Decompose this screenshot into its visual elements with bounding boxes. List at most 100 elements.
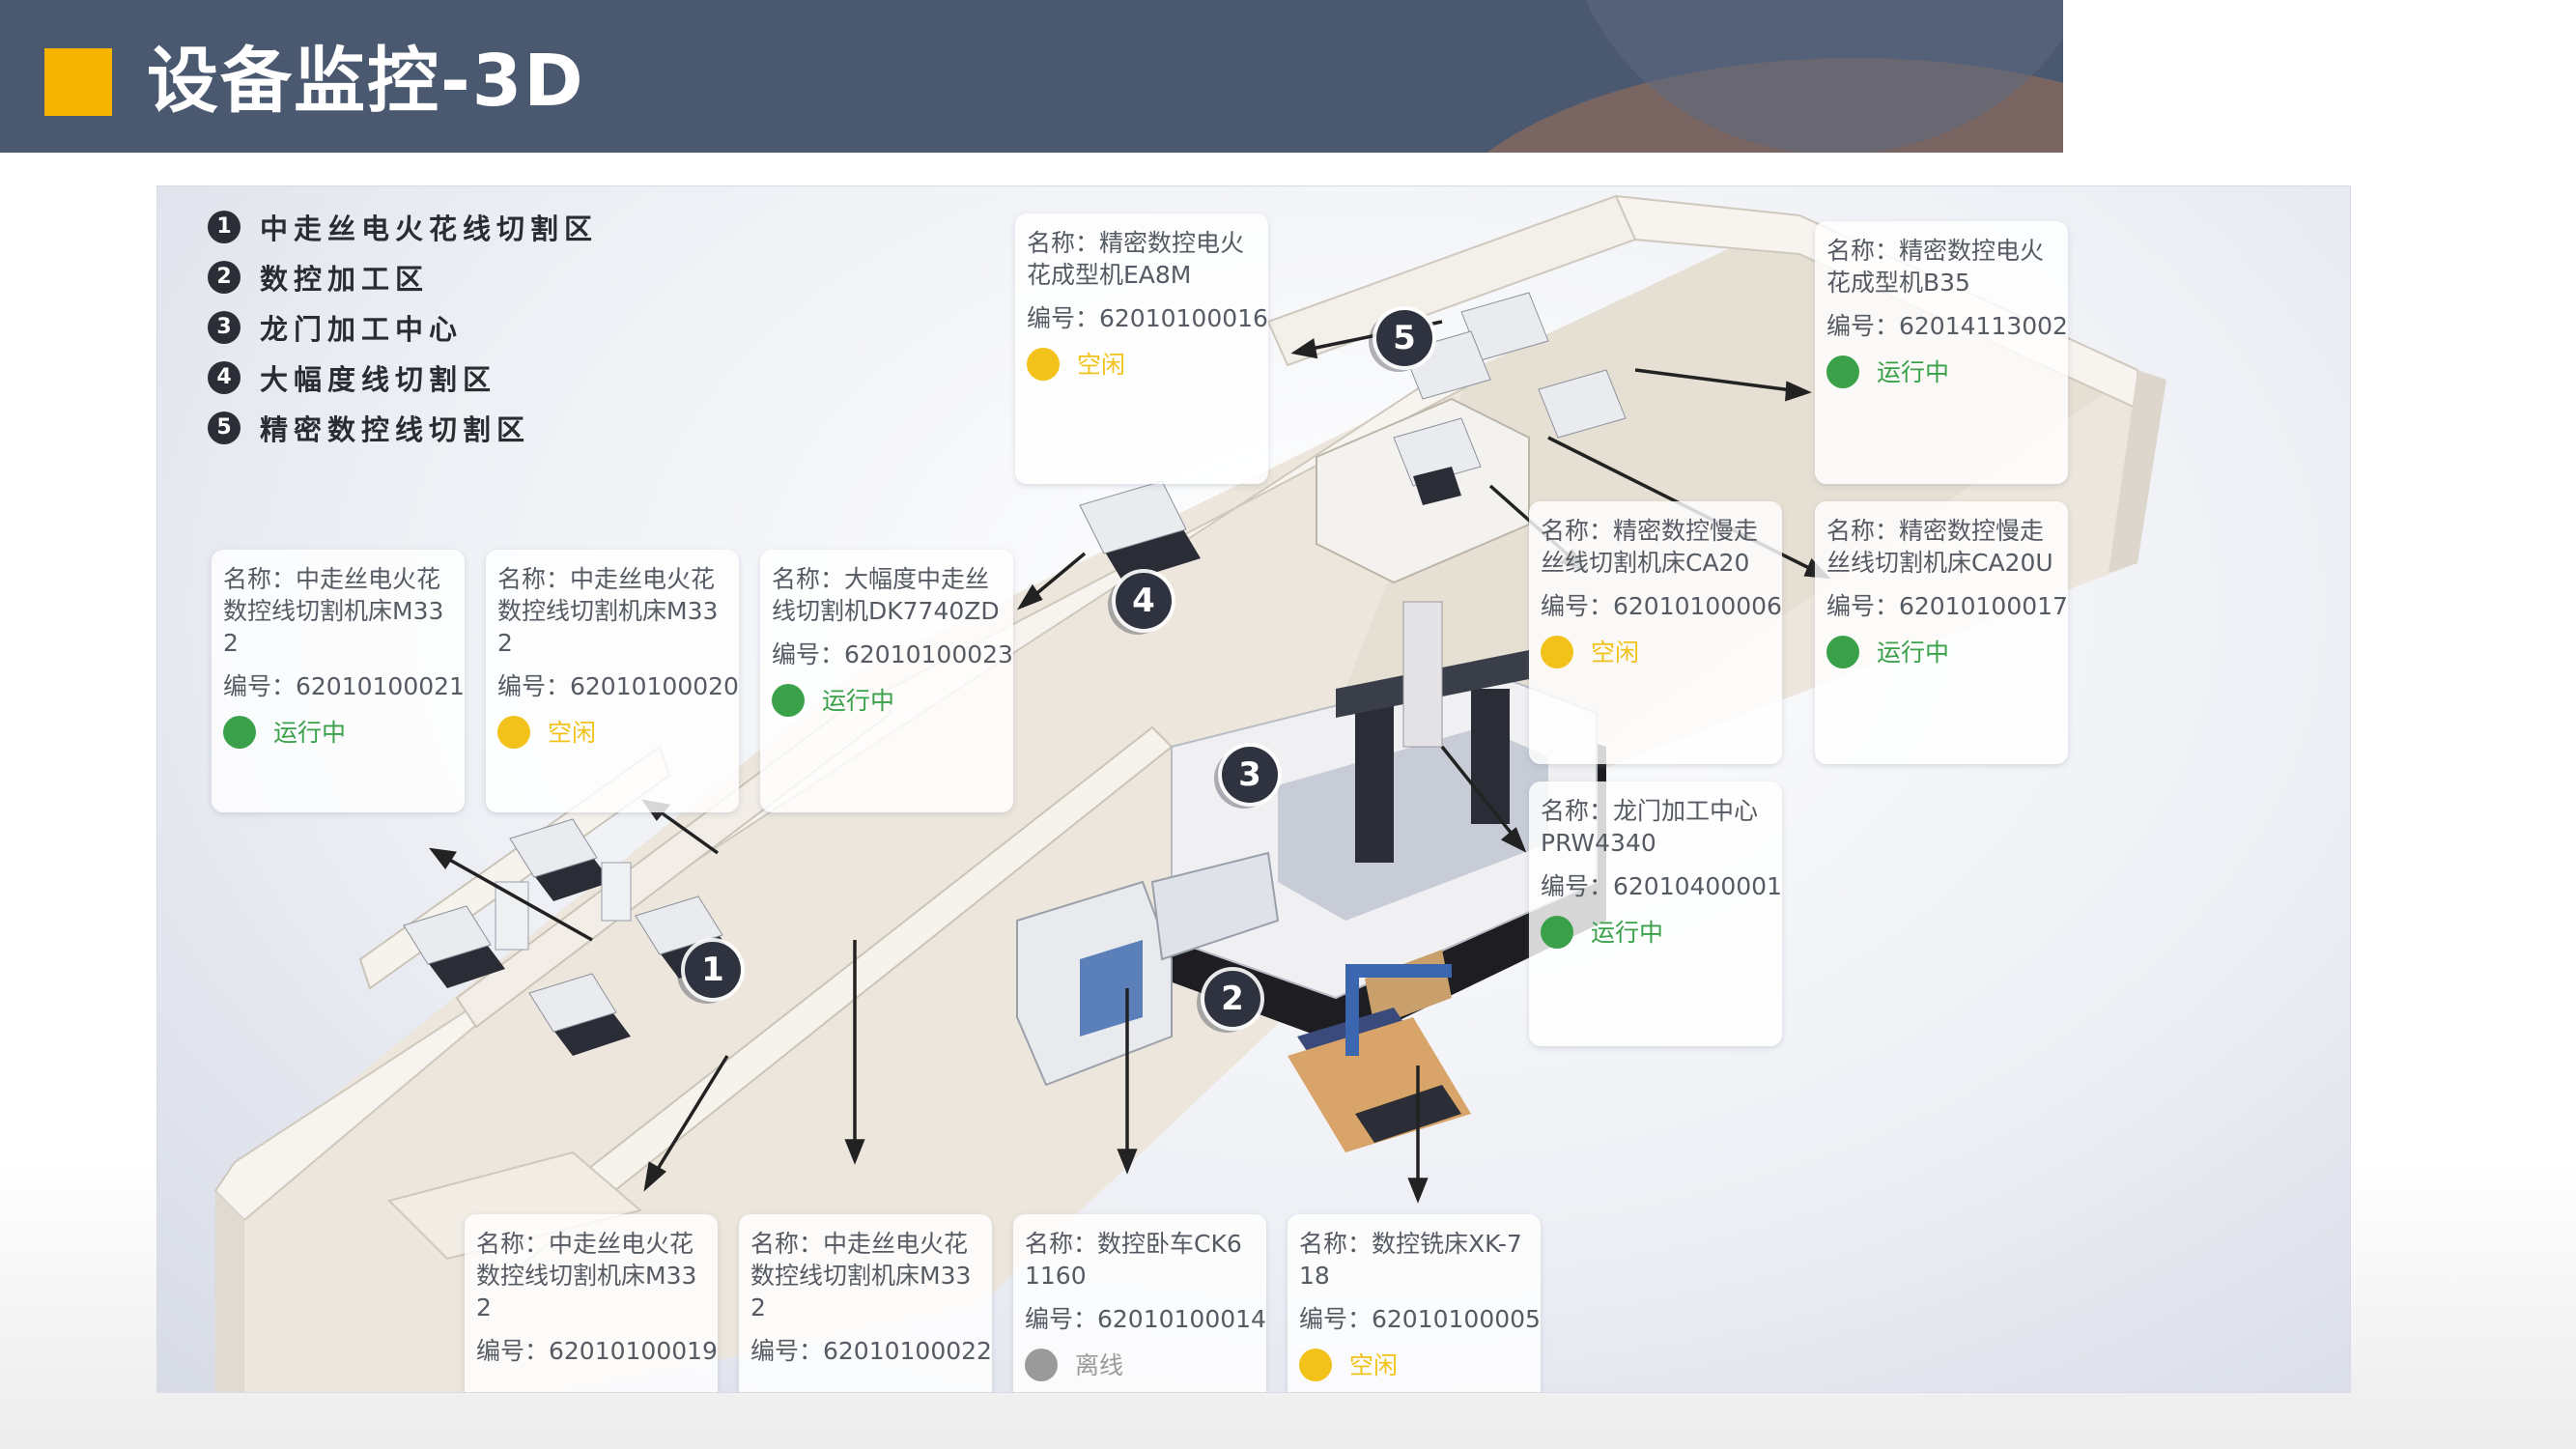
control-cabinet [601, 862, 632, 922]
status-text: 运行中 [1877, 638, 1950, 667]
equipment-card[interactable]: 名称：中走丝电火花数控线切割机床M332 编号：62010100021 运行中 [212, 550, 465, 812]
title-accent-square [44, 48, 112, 116]
status-dot [497, 716, 530, 749]
legend-number: 1 [208, 211, 241, 243]
equipment-status: 运行中 [1826, 636, 2058, 668]
equipment-name: 名称：数控铣床XK-718 [1299, 1230, 1522, 1290]
equipment-card[interactable]: 名称：中走丝电火花数控线切割机床M332 编号：62010100020 空闲 [486, 550, 739, 812]
page-title: 设备监控-3D [147, 40, 585, 123]
zone-marker-1[interactable]: 1 [685, 942, 741, 998]
equipment-name: 名称：大幅度中走丝线切割机DK7740ZD [772, 565, 1000, 625]
equipment-status: 空闲 [1299, 1349, 1531, 1381]
equipment-card[interactable]: 名称：精密数控电火花成型机B35 编号：62014113002 运行中 [1815, 221, 2068, 484]
milling-base [1355, 1085, 1461, 1143]
status-text: 空闲 [548, 718, 597, 747]
equipment-name: 名称：精密数控电火花成型机B35 [1826, 237, 2045, 297]
equipment-card[interactable]: 名称：中走丝电火花数控线切割机床M332 编号：62010100022 [739, 1214, 992, 1392]
equipment-status: 离线 [1025, 1349, 1257, 1381]
front-wall [387, 1151, 643, 1261]
room-wall [1266, 194, 1637, 367]
equipment-name: 名称：精密数控电火花成型机EA8M [1027, 229, 1245, 289]
legend-number: 3 [208, 311, 241, 344]
equipment-card[interactable]: 名称：数控卧车CK61160 编号：62010100014 离线 [1013, 1214, 1266, 1392]
legend-label: 龙门加工中心 [260, 313, 464, 346]
zone-marker-5[interactable]: 5 [1376, 310, 1432, 366]
status-dot [1027, 348, 1060, 381]
legend-item: 3 龙门加工中心 [208, 302, 598, 353]
milling-arm [1345, 964, 1452, 978]
equipment-name: 名称：中走丝电火花数控线切割机床M332 [497, 565, 719, 657]
control-cabinet [495, 881, 529, 951]
wire-cut-machine [509, 818, 611, 901]
status-text: 离线 [1075, 1350, 1124, 1379]
zone-legend: 1 中走丝电火花线切割区 2 数控加工区 3 龙门加工中心 4 大幅度线切割区 … [208, 202, 598, 453]
milling-column [1345, 969, 1359, 1056]
status-text: 空闲 [1077, 350, 1126, 379]
large-wire-cut-machine [1079, 480, 1201, 582]
status-text: 运行中 [1877, 357, 1950, 386]
equipment-code: 编号：62010100020 [497, 672, 739, 700]
floor-edge [215, 1191, 244, 1392]
equipment-name: 名称：龙门加工中心PRW4340 [1541, 797, 1759, 857]
equipment-status: 空闲 [497, 716, 729, 749]
zone-marker-4[interactable]: 4 [1116, 573, 1172, 629]
factory-3d-view[interactable]: 1 中走丝电火花线切割区 2 数控加工区 3 龙门加工中心 4 大幅度线切割区 … [156, 185, 2351, 1393]
right-wall-edge [2109, 370, 2166, 573]
equipment-code: 编号：62010100006 [1541, 592, 1782, 620]
legend-label: 大幅度线切割区 [260, 363, 497, 396]
equipment-code: 编号：62014113002 [1826, 312, 2068, 340]
edm-machine [1538, 369, 1627, 439]
legend-item: 1 中走丝电火花线切割区 [208, 202, 598, 252]
equipment-card[interactable]: 名称：大幅度中走丝线切割机DK7740ZD 编号：62010100023 运行中 [760, 550, 1013, 812]
equipment-status: 空闲 [1027, 348, 1259, 381]
equipment-status: 空闲 [1541, 636, 1772, 668]
equipment-card[interactable]: 名称：精密数控慢走丝线切割机床CA20U 编号：62010100017 运行中 [1815, 501, 2068, 764]
equipment-card[interactable]: 名称：精密数控电火花成型机EA8M 编号：62010100016 空闲 [1015, 213, 1268, 484]
equipment-code: 编号：62010100005 [1299, 1305, 1541, 1333]
zone-marker-3[interactable]: 3 [1222, 747, 1278, 803]
status-dot [1299, 1349, 1332, 1381]
wire-cut-machine [403, 905, 505, 988]
equipment-card[interactable]: 名称：数控铣床XK-718 编号：62010100005 空闲 [1288, 1214, 1541, 1392]
equipment-status: 运行中 [1826, 355, 2058, 388]
lathe-machine [1150, 851, 1280, 961]
equipment-code: 编号：62010400001 [1541, 872, 1782, 900]
equipment-name: 名称：中走丝电火花数控线切割机床M332 [750, 1230, 972, 1321]
status-dot [1025, 1349, 1058, 1381]
equipment-name: 名称：精密数控慢走丝线切割机床CA20 [1541, 517, 1759, 577]
legend-number: 2 [208, 261, 241, 294]
legend-label: 数控加工区 [260, 263, 430, 296]
equipment-status: 运行中 [772, 684, 1004, 717]
status-dot [223, 716, 256, 749]
equipment-code: 编号：62010100016 [1027, 304, 1268, 332]
status-dot [1541, 636, 1573, 668]
edm-machine-base [1413, 467, 1461, 505]
equipment-card[interactable]: 名称：中走丝电火花数控线切割机床M332 编号：62010100019 [465, 1214, 718, 1392]
equipment-code: 编号：62010100019 [476, 1337, 718, 1365]
status-dot [1826, 636, 1859, 668]
status-text: 运行中 [273, 718, 347, 747]
legend-item: 2 数控加工区 [208, 252, 598, 302]
status-text: 空闲 [1349, 1350, 1399, 1379]
gantry-column [1471, 689, 1510, 824]
equipment-card[interactable]: 名称：精密数控慢走丝线切割机床CA20 编号：62010100006 空闲 [1529, 501, 1782, 764]
equipment-card[interactable]: 名称：龙门加工中心PRW4340 编号：62010400001 运行中 [1529, 781, 1782, 1046]
status-dot [1541, 916, 1573, 949]
equipment-code: 编号：62010100022 [750, 1337, 992, 1365]
equipment-code: 编号：62010100023 [772, 640, 1013, 668]
header-banner: 设备监控-3D [0, 0, 2063, 153]
legend-label: 中走丝电火花线切割区 [260, 213, 599, 245]
equipment-name: 名称：数控卧车CK61160 [1025, 1230, 1242, 1290]
legend-number: 5 [208, 412, 241, 444]
edm-machine [1393, 417, 1482, 487]
status-dot [772, 684, 805, 717]
equipment-code: 编号：62010100017 [1826, 592, 2068, 620]
gantry-column [1355, 689, 1394, 863]
wire-cut-machine [528, 973, 631, 1056]
equipment-code: 编号：62010100014 [1025, 1305, 1266, 1333]
equipment-name: 名称：精密数控慢走丝线切割机床CA20U [1826, 517, 2053, 577]
equipment-status: 运行中 [223, 716, 455, 749]
legend-number: 4 [208, 361, 241, 394]
status-text: 运行中 [1591, 918, 1664, 947]
zone-marker-2[interactable]: 2 [1204, 971, 1260, 1027]
